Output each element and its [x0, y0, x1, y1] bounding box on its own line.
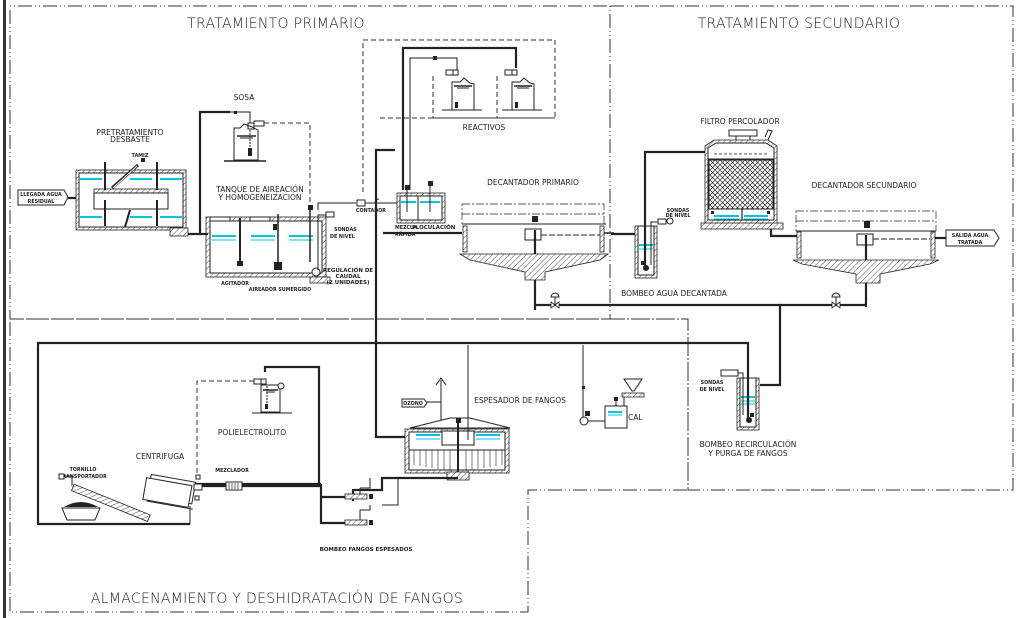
- primary-purge-valve: [550, 292, 560, 309]
- flocculation-tank: MEZCLA FLOCULACIÓN RÁPIDA: [395, 181, 456, 238]
- svg-text:BOMBEO AGUA DECANTADA: BOMBEO AGUA DECANTADA: [621, 289, 728, 298]
- decanted-water-pump-well: SONDAS DE NIVEL BOMBEO AGUA DECANTADA: [621, 155, 728, 298]
- sosa-dosing-tank: SOSA: [200, 93, 311, 208]
- svg-text:DE NIVEL: DE NIVEL: [666, 213, 691, 219]
- svg-text:LLEGADA AGUA: LLEGADA AGUA: [20, 192, 62, 198]
- svg-text:TANQUE DE AIREACIÓN: TANQUE DE AIREACIÓN: [215, 185, 303, 194]
- svg-text:MEZCLADOR: MEZCLADOR: [215, 468, 249, 474]
- secondary-purge-valve: [831, 292, 841, 309]
- svg-text:BOMBEO FANGOS ESPESADOS: BOMBEO FANGOS ESPESADOS: [320, 547, 413, 553]
- svg-text:Y HOMOGENEIZACIÓN: Y HOMOGENEIZACIÓN: [217, 193, 301, 202]
- svg-text:CAUDAL: CAUDAL: [336, 274, 361, 280]
- svg-text:TAMIZ: TAMIZ: [132, 153, 149, 159]
- secondary-clarifier: DECANTADOR SECUNDARIO: [792, 181, 940, 307]
- flow-meter: CONTADOR: [356, 199, 386, 214]
- svg-text:PRETRATAMIENTO: PRETRATAMIENTO: [96, 128, 163, 137]
- flow-regulation: REGULACIÓN DE CAUDAL (2 UNIDADES): [323, 267, 374, 286]
- svg-text:POLIELECTROLITO: POLIELECTROLITO: [218, 428, 286, 437]
- svg-text:FILTRO PERCOLADOR: FILTRO PERCOLADOR: [700, 117, 779, 126]
- svg-text:DECANTADOR SECUNDARIO: DECANTADOR SECUNDARIO: [812, 181, 917, 190]
- svg-text:AIREADOR SUMERGIDO: AIREADOR SUMERGIDO: [249, 287, 311, 293]
- svg-text:FLOCULACIÓN: FLOCULACIÓN: [412, 224, 456, 231]
- zone-title-secondary: TRATAMIENTO SECUNDARIO: [698, 16, 901, 32]
- svg-text:OZONO: OZONO: [403, 401, 423, 407]
- primary-clarifier: DECANTADOR PRIMARIO: [458, 178, 614, 310]
- aeration-homogenization-tank: TANQUE DE AIREACIÓN Y HOMOGENEIZACIÓN AG…: [205, 185, 331, 293]
- svg-text:MEZCLA: MEZCLA: [395, 225, 417, 231]
- trickling-filter: FILTRO PERCOLADOR: [700, 117, 784, 230]
- svg-text:DESBASTE: DESBASTE: [110, 135, 150, 144]
- svg-text:SONDAS: SONDAS: [701, 380, 724, 386]
- svg-text:CENTRIFUGA: CENTRIFUGA: [136, 452, 185, 461]
- outlet-tag: SALIDA AGUA TRATADA: [945, 229, 1000, 247]
- svg-text:Y PURGA DE FANGOS: Y PURGA DE FANGOS: [707, 449, 787, 458]
- zone-title-sludge: ALMACENAMIENTO Y DESHIDRATACIÓN DE FANGO…: [91, 589, 463, 607]
- screw-conveyor: TORNILLO TRANSPORTADOR: [58, 467, 151, 522]
- svg-text:TRATADA: TRATADA: [958, 240, 983, 246]
- svg-text:(2 UNIDADES): (2 UNIDADES): [327, 280, 370, 286]
- svg-text:SONDAS: SONDAS: [334, 227, 357, 233]
- recirculation-pump-well: SONDAS DE NIVEL BOMBEO RECIRCULACIÓN Y P…: [700, 345, 797, 458]
- svg-text:REGULACIÓN DE: REGULACIÓN DE: [323, 267, 374, 274]
- svg-text:DE NIVEL: DE NIVEL: [700, 387, 725, 393]
- svg-text:AGITADOR: AGITADOR: [221, 281, 249, 287]
- zone-secondary-boundary: [610, 5, 1014, 491]
- svg-text:DECANTADOR PRIMARIO: DECANTADOR PRIMARIO: [487, 178, 579, 187]
- reagents-area: REACTIVOS: [362, 39, 556, 192]
- svg-text:CONTADOR: CONTADOR: [356, 208, 386, 214]
- zone-title-primary: TRATAMIENTO PRIMARIO: [187, 16, 365, 32]
- svg-text:TORNILLO: TORNILLO: [70, 467, 97, 473]
- inlet-tag: LLEGADA AGUA RESIDUAL: [17, 189, 69, 206]
- centrifuge: CENTRIFUGA: [136, 452, 203, 520]
- svg-text:BOMBEO RECIRCULACIÓN: BOMBEO RECIRCULACIÓN: [700, 440, 797, 449]
- svg-text:REACTIVOS: REACTIVOS: [463, 123, 506, 132]
- svg-text:SOSA: SOSA: [234, 93, 256, 102]
- sludge-thickener: ESPESADOR DE FANGOS: [404, 377, 566, 481]
- sheet-border: [3, 0, 6, 618]
- svg-text:RÁPIDA: RÁPIDA: [395, 231, 416, 238]
- svg-text:ESPESADOR DE FANGOS: ESPESADOR DE FANGOS: [474, 396, 566, 405]
- ozone-tag: OZONO: [401, 398, 428, 408]
- zone-sludge-boundary: [9, 318, 689, 613]
- level-probes-1: SONDAS DE NIVEL: [317, 211, 357, 270]
- pretreatment-screen: PRETRATAMIENTO DESBASTE TAMIZ: [75, 128, 189, 237]
- svg-text:DE NIVEL: DE NIVEL: [330, 234, 355, 240]
- thickened-sludge-pumps: BOMBEO FANGOS ESPESADOS: [320, 478, 413, 553]
- svg-text:TRANSPORTADOR: TRANSPORTADOR: [59, 474, 107, 480]
- svg-text:SONDAS: SONDAS: [667, 208, 690, 214]
- polyelectrolyte-dosing: POLIELECTROLITO: [196, 365, 321, 484]
- svg-text:SALIDA AGUA: SALIDA AGUA: [952, 233, 989, 239]
- svg-text:RESIDUAL: RESIDUAL: [28, 199, 55, 205]
- svg-text:CAL: CAL: [628, 413, 643, 422]
- lime-dosing: CAL: [579, 345, 645, 429]
